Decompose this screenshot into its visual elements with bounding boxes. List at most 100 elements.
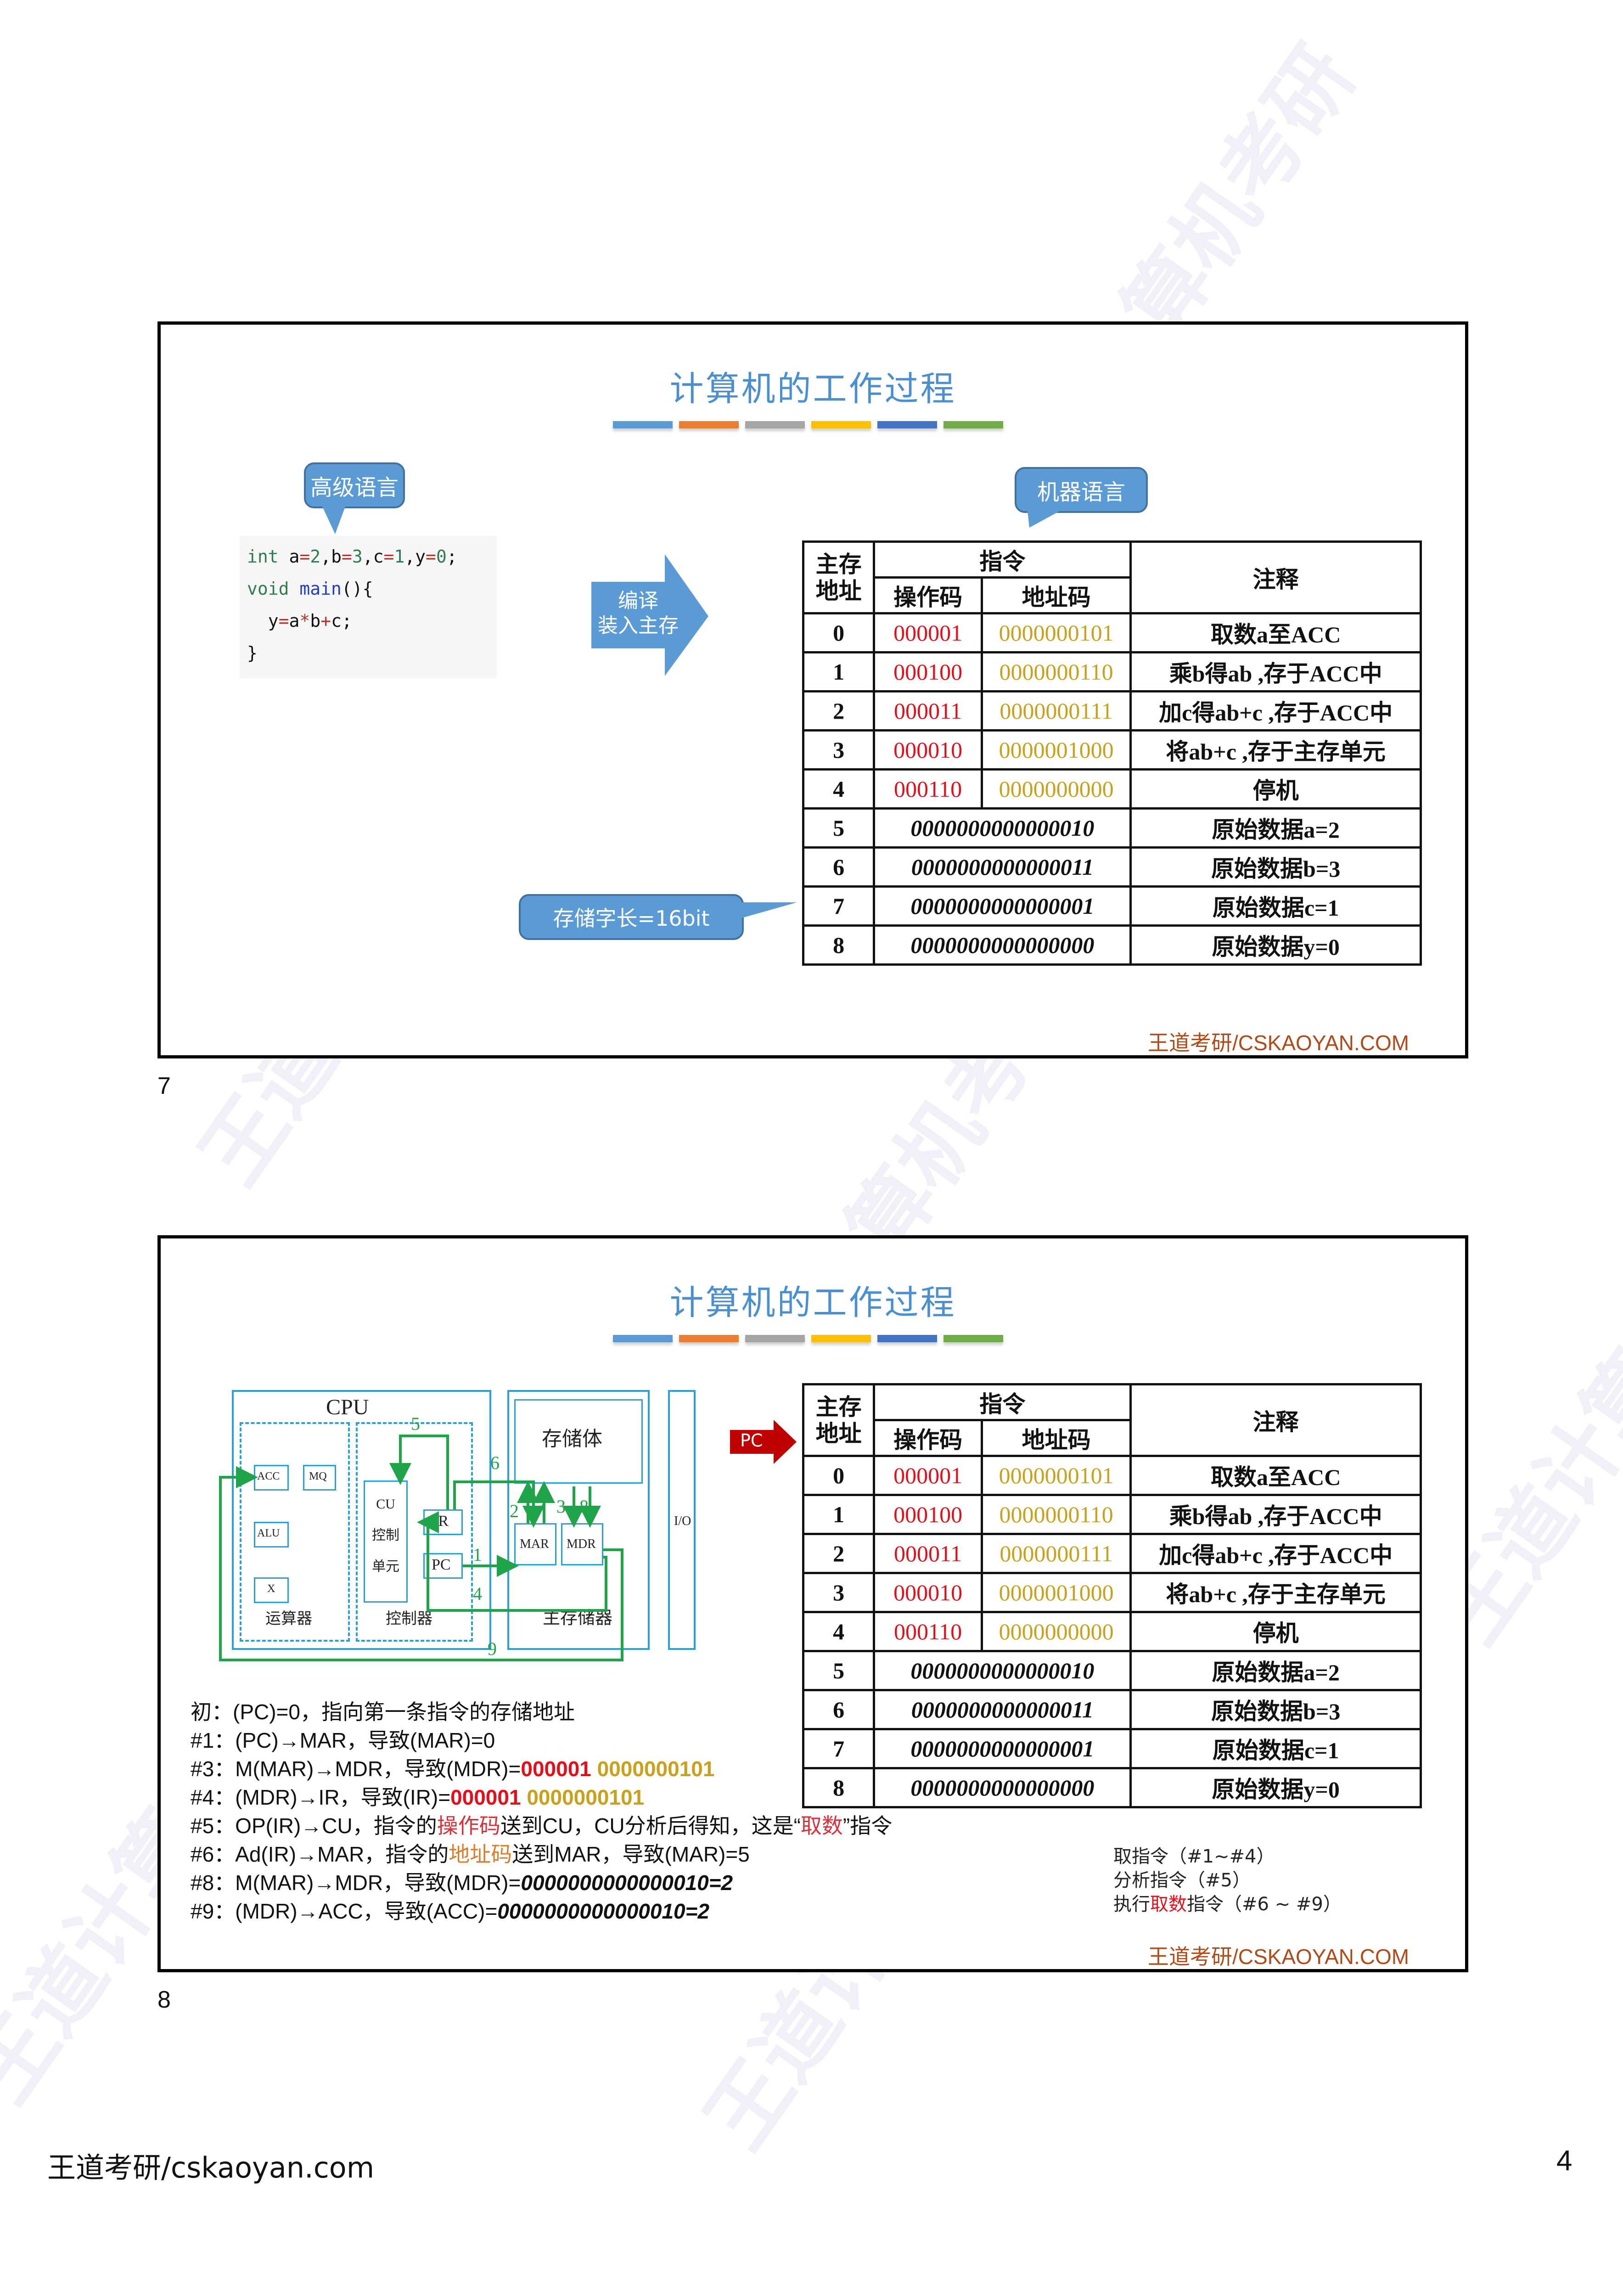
slide-footer-mark: 王道考研/CSKAOYAN.COM xyxy=(1148,1031,1410,1055)
arrow-label-load: 装入主存 xyxy=(598,614,679,637)
storage-body-box xyxy=(514,1399,643,1484)
phase-fetch: 取指令（#1~#4） xyxy=(1113,1846,1275,1867)
slide-title: 计算机的工作过程 xyxy=(669,1283,956,1322)
alu-unit xyxy=(254,1522,289,1548)
header-address: 主存地址 xyxy=(802,540,876,614)
pc-pointer-label: PC xyxy=(740,1430,763,1451)
cu-label: CU 控制 单元 xyxy=(372,1497,399,1574)
slide-footer-mark: 王道考研/CSKAOYAN.COM xyxy=(1148,1945,1410,1969)
data-path-arrows xyxy=(219,1435,623,1661)
callout-word-length: 存储字长=16bit xyxy=(519,894,744,940)
color-bar xyxy=(679,421,739,428)
mdr-label: MDR xyxy=(567,1537,596,1551)
step-line: 初：(PC)=0，指向第一条指令的存储地址 xyxy=(191,1700,575,1724)
step-line: #4：(MDR)→IR，导致(IR)=000001 0000000101 xyxy=(191,1785,645,1809)
step-line: #9：(MDR)→ACC，导致(ACC)=0000000000000010=2 xyxy=(191,1899,710,1923)
callout-tail xyxy=(1028,511,1060,528)
path-label-8: 8 xyxy=(579,1496,589,1517)
cpu-label: CPU xyxy=(326,1395,369,1419)
callout-high-level-language: 高级语言 xyxy=(304,462,405,508)
code-line: } xyxy=(247,643,258,663)
io-box xyxy=(668,1390,696,1650)
acc-label: ACC xyxy=(257,1470,280,1482)
header-comment: 注释 xyxy=(1129,540,1422,614)
step-line: #3：M(MAR)→MDR，导致(MDR)=000001 0000000101 xyxy=(191,1757,715,1781)
color-bar xyxy=(877,421,937,428)
io-label: I/O xyxy=(674,1514,691,1528)
path-label-6: 6 xyxy=(490,1452,500,1473)
alu-group-box xyxy=(240,1422,350,1642)
step-line: #6：Ad(IR)→MAR，指令的地址码送到MAR，导致(MAR)=5 xyxy=(191,1842,750,1866)
x-label: X xyxy=(267,1583,275,1595)
arrow-label-compile: 编译 xyxy=(618,589,658,613)
control-group-label: 控制器 xyxy=(386,1610,432,1627)
color-bar xyxy=(613,1335,673,1342)
path-label-1: 1 xyxy=(473,1544,482,1565)
header-comment: 注释 xyxy=(1129,1383,1422,1457)
alu-label: ALU xyxy=(257,1527,280,1539)
code-line: y=a*b+c; xyxy=(247,611,352,631)
computer-architecture-diagram: CPU 运算器 控制器 ACC MQ ALU X CU 控制 单元 IR PC … xyxy=(161,1238,803,1698)
header-opcode: 操作码 xyxy=(873,1419,983,1457)
phase-execute: 执行取数指令（#6 ~ #9） xyxy=(1113,1894,1342,1915)
code-line: void main(){ xyxy=(247,579,373,599)
path-label-4: 4 xyxy=(473,1583,482,1604)
color-bar xyxy=(811,1335,871,1342)
header-addrcode: 地址码 xyxy=(980,576,1132,614)
main-memory-box xyxy=(507,1390,650,1650)
color-bar xyxy=(745,1335,805,1342)
slide-7: 计算机的工作过程 高级语言 int a=2,b=3,c=1,y=0; void … xyxy=(157,321,1468,1058)
header-instruction: 指令 xyxy=(873,1383,1132,1421)
header-instruction: 指令 xyxy=(873,540,1132,579)
page-number: 4 xyxy=(1556,2145,1572,2177)
step-line: #1：(PC)→MAR，导致(MAR)=0 xyxy=(191,1728,495,1752)
code-line: int a=2,b=3,c=1,y=0; xyxy=(247,546,457,567)
mq-register xyxy=(303,1465,336,1491)
execution-steps: 初：(PC)=0，指向第一条指令的存储地址 #1：(PC)→MAR，导致(MAR… xyxy=(191,1698,892,1925)
header-address: 主存地址 xyxy=(802,1383,876,1457)
mar-label: MAR xyxy=(520,1537,549,1551)
title-color-bars xyxy=(613,1335,1003,1342)
slide-title: 计算机的工作过程 xyxy=(669,369,956,409)
color-bar xyxy=(745,421,805,428)
compile-arrow-label: 编译 装入主存 xyxy=(592,589,684,638)
path-label-5: 5 xyxy=(411,1413,420,1434)
slide-number: 8 xyxy=(157,1986,171,2013)
path-label-3: 3 xyxy=(556,1496,566,1517)
callout-tail xyxy=(322,506,345,534)
color-bar xyxy=(613,421,673,428)
mq-label: MQ xyxy=(309,1470,327,1482)
page-footer-brand: 王道考研/cskaoyan.com xyxy=(47,2151,375,2184)
color-bar xyxy=(943,421,1003,428)
instruction-phases: 取指令（#1~#4） 分析指令（#5） 执行取数指令（#6 ~ #9） xyxy=(1113,1845,1342,1916)
cpu-box xyxy=(232,1390,491,1650)
x-register xyxy=(254,1577,289,1603)
slide-8: 计算机的工作过程 CPU 运算器 控制器 ACC MQ ALU X CU 控制 … xyxy=(157,1235,1468,1972)
callout-tail xyxy=(742,902,797,918)
color-bar xyxy=(811,421,871,428)
title-color-bars xyxy=(613,421,1003,428)
phase-decode: 分析指令（#5） xyxy=(1113,1870,1251,1891)
color-bar xyxy=(943,1335,1003,1342)
pc-pointer-arrow-icon xyxy=(730,1420,797,1464)
storage-body-label: 存储体 xyxy=(542,1428,602,1450)
